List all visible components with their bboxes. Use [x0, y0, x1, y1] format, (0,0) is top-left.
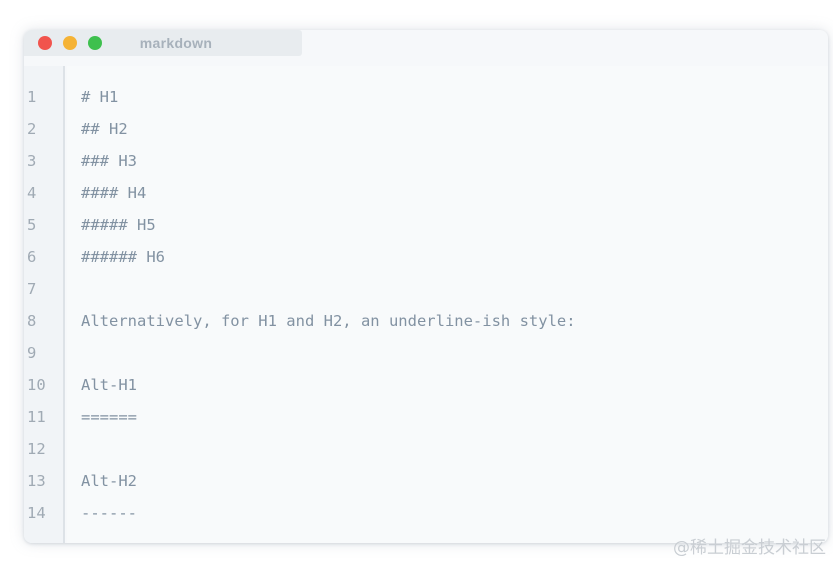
code-line: ------ [81, 504, 137, 522]
code-line: ###### H6 [81, 248, 165, 266]
code-line: ====== [81, 408, 137, 426]
line-number: 13 [27, 472, 46, 490]
line-number: 11 [27, 408, 46, 426]
line-number: 4 [27, 184, 37, 202]
line-number: 12 [27, 440, 46, 458]
window-title: markdown [139, 35, 213, 51]
line-number: 10 [27, 376, 46, 394]
code-line: Alt-H2 [81, 472, 137, 490]
line-number: 3 [27, 152, 37, 170]
line-number: 1 [27, 88, 37, 106]
line-number: 2 [27, 120, 37, 138]
line-number: 6 [27, 248, 37, 266]
close-button[interactable] [38, 36, 52, 50]
line-number: 5 [27, 216, 37, 234]
code-line: ### H3 [81, 152, 137, 170]
line-number: 7 [27, 280, 37, 298]
line-number: 9 [27, 344, 37, 362]
code-line [81, 433, 828, 465]
code-line: ## H2 [81, 120, 128, 138]
code-editor[interactable]: # H1 ## H2 ### H3 #### H4 ##### H5 ###### H6 A… [67, 66, 828, 543]
code-line: ##### H5 [81, 216, 156, 234]
traffic-lights [38, 36, 102, 50]
code-line: Alternatively, for H1 and H2, an underli… [81, 312, 576, 330]
line-number: 14 [27, 504, 46, 522]
maximize-button[interactable] [88, 36, 102, 50]
code-line: #### H4 [81, 184, 147, 202]
code-line [81, 273, 828, 305]
watermark: @稀土掘金技术社区 [673, 538, 826, 558]
code-line: Alt-H1 [81, 376, 137, 394]
code-line: # H1 [81, 88, 119, 106]
minimize-button[interactable] [63, 36, 77, 50]
code-line [81, 337, 828, 369]
line-number: 8 [27, 312, 37, 330]
window-titlebar: markdown [24, 30, 302, 56]
